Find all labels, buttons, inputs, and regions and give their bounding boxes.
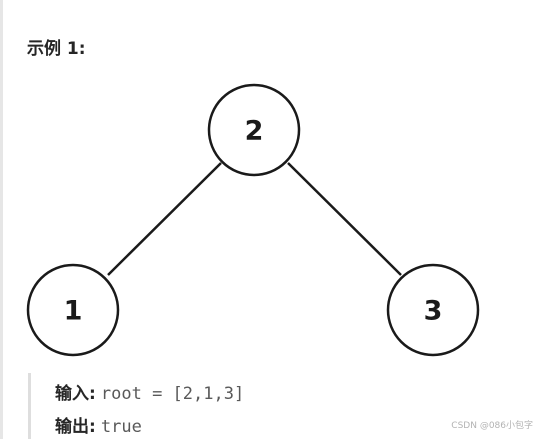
input-value: root = [2,1,3] bbox=[100, 384, 245, 404]
input-line: 输入: root = [2,1,3] bbox=[55, 381, 528, 407]
output-line: 输出: true bbox=[55, 414, 528, 440]
tree-node-right bbox=[386, 263, 480, 357]
tree-edge-root-right bbox=[287, 162, 402, 276]
tree-edge-root-left bbox=[107, 162, 222, 276]
tree-node-left-label: 1 bbox=[64, 296, 83, 327]
tree-node-left bbox=[26, 263, 120, 357]
tree-node-root-label: 2 bbox=[245, 116, 264, 147]
binary-tree-diagram: 2 1 3 bbox=[26, 83, 480, 357]
input-label: 输入: bbox=[55, 384, 96, 404]
tree-node-right-label: 3 bbox=[424, 296, 443, 327]
csdn-watermark: CSDN @086小包字 bbox=[451, 421, 533, 431]
output-label: 输出: bbox=[55, 417, 96, 437]
output-value: true bbox=[100, 417, 142, 437]
left-border-rule bbox=[0, 0, 3, 439]
tree-node-root bbox=[207, 83, 301, 177]
example-title: 示例 1: bbox=[27, 39, 86, 59]
example-io-block: 输入: root = [2,1,3] 输出: true bbox=[28, 373, 528, 439]
